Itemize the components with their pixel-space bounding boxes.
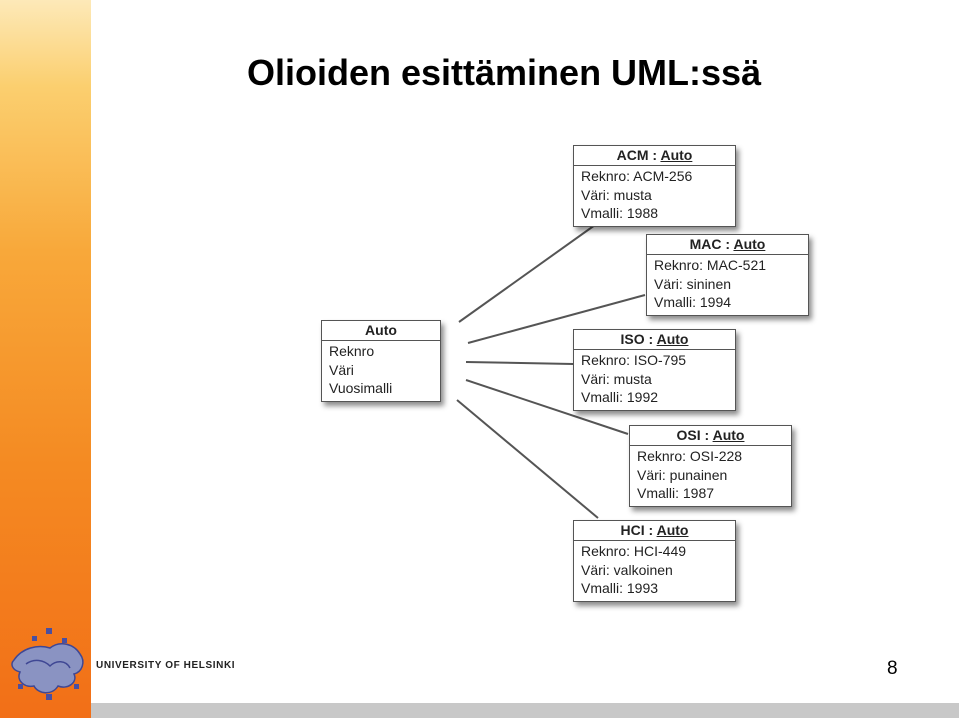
link-line-osi xyxy=(465,379,629,435)
object-slot: Reknro: MAC-521 xyxy=(654,257,767,273)
object-box-osi: OSI : Auto Reknro: OSI-228 Väri: punaine… xyxy=(629,425,792,507)
object-slot: Väri: musta xyxy=(581,370,652,387)
orange-sidebar xyxy=(0,0,91,718)
object-box-hci: HCI : Auto Reknro: HCI-449 Väri: valkoin… xyxy=(573,520,736,602)
object-name: HCI xyxy=(620,522,645,538)
object-header: ACM : Auto xyxy=(574,146,735,166)
object-box-iso: ISO : Auto Reknro: ISO-795 Väri: musta V… xyxy=(573,329,736,411)
object-box-acm: ACM : Auto Reknro: ACM-256 Väri: musta V… xyxy=(573,145,736,227)
object-header: OSI : Auto xyxy=(630,426,791,446)
object-slot: Vmalli: 1988 xyxy=(581,205,659,221)
link-line-acm xyxy=(458,219,603,323)
object-slot: Väri: punainen xyxy=(637,466,728,483)
object-slot: Väri: valkoinen xyxy=(581,561,673,578)
object-name: OSI xyxy=(676,427,701,443)
object-class: Auto xyxy=(656,522,689,538)
slide-title: Olioiden esittäminen UML:ssä xyxy=(247,52,762,93)
object-slot: Väri: sininen xyxy=(654,275,732,292)
bottom-bar xyxy=(91,703,959,718)
page-number: 8 xyxy=(887,658,898,679)
object-slot: Vmalli: 1987 xyxy=(637,485,715,501)
university-logo-icon xyxy=(11,628,84,700)
class-attribute: Vuosimalli xyxy=(329,380,393,396)
object-header: HCI : Auto xyxy=(574,521,735,541)
object-slot: Reknro: HCI-449 xyxy=(581,543,687,559)
object-slot: Reknro: ISO-795 xyxy=(581,352,687,368)
object-header: MAC : Auto xyxy=(647,235,808,255)
class-attribute: Reknro xyxy=(329,343,375,359)
object-class: Auto xyxy=(656,331,689,347)
university-name: UNIVERSITY OF HELSINKI xyxy=(96,660,236,671)
object-slot: Vmalli: 1994 xyxy=(654,294,732,310)
object-slot: Väri: musta xyxy=(581,186,652,203)
object-class: Auto xyxy=(733,236,766,252)
object-name: ACM xyxy=(616,147,649,163)
object-class: Auto xyxy=(660,147,693,163)
object-slot: Vmalli: 1992 xyxy=(581,389,659,405)
object-box-mac: MAC : Auto Reknro: MAC-521 Väri: sininen… xyxy=(646,234,809,316)
class-box-auto: Auto Reknro Väri Vuosimalli xyxy=(321,320,441,402)
object-name: ISO xyxy=(620,331,645,347)
object-slot: Reknro: OSI-228 xyxy=(637,448,743,464)
link-line-iso xyxy=(465,361,574,365)
class-name: Auto xyxy=(322,321,440,341)
object-slot: Reknro: ACM-256 xyxy=(581,168,693,184)
link-line-mac xyxy=(467,294,646,344)
object-class: Auto xyxy=(712,427,745,443)
object-slot: Vmalli: 1993 xyxy=(581,580,659,596)
object-name: MAC xyxy=(689,236,722,252)
link-line-hci xyxy=(456,399,599,519)
class-attribute: Väri xyxy=(329,361,354,378)
object-header: ISO : Auto xyxy=(574,330,735,350)
